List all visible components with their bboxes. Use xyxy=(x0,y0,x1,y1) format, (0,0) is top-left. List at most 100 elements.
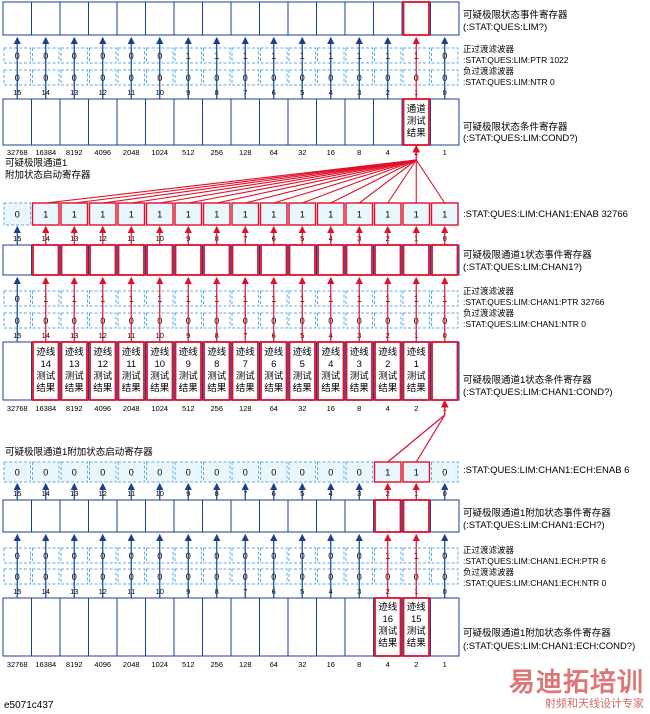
chan1-weight: 16384 xyxy=(35,404,56,413)
top-weight: 32768 xyxy=(7,148,28,157)
chan1-enab-bit-cell xyxy=(31,202,60,226)
ech-event-register-cell xyxy=(173,499,203,533)
chan1-enab-bit-cell xyxy=(3,202,31,226)
chan1-event-highlight xyxy=(174,244,202,276)
chan1-trace-number: 12 xyxy=(97,359,108,370)
chan1-enab-bit-value: 1 xyxy=(186,210,191,220)
ech-enab-label: :STAT:QUES:LIM:CHAN1:ECH:ENAB 6 xyxy=(463,465,630,476)
chan1-trace-number: 11 xyxy=(126,359,136,370)
chan1-summary-line xyxy=(74,159,417,204)
chan1-cond-highlight xyxy=(231,341,259,401)
chan1-trace-word: 迹线 xyxy=(93,346,113,358)
ech-result-word: 结果 xyxy=(378,637,398,649)
chan1-test-word: 测试 xyxy=(179,370,199,382)
ech-enab-bit-value: 0 xyxy=(357,468,362,478)
chan1-trace-word: 迹线 xyxy=(179,346,199,358)
ech-event-label-1: 可疑极限通道1附加状态事件寄存器 xyxy=(463,508,611,519)
ech-enab-bit-value: 0 xyxy=(72,468,77,478)
chan1-enab-bit-value: 1 xyxy=(129,210,134,220)
chan1-event-highlight xyxy=(146,244,174,276)
chan1-test-word: 测试 xyxy=(65,370,85,382)
ech-ptr-cmd: :STAT:QUES:LIM:CHAN1:ECH:PTR 6 xyxy=(463,556,606,566)
chan1-summary-line xyxy=(159,159,417,204)
chan1-weight: 16 xyxy=(327,404,335,413)
ech-weight: 8192 xyxy=(66,660,83,669)
chan1-cond-label-1: 可疑极限通道1状态条件寄存器 xyxy=(463,375,592,386)
chan1-enab-bit-cell xyxy=(202,202,231,226)
ech-enab-bit-cell xyxy=(260,461,288,483)
ech-ptr-title: 正过渡滤波器 xyxy=(463,545,515,555)
top-cond-register-cell xyxy=(287,98,317,146)
chan1-event-highlight xyxy=(374,244,402,276)
ech-event-register-cell xyxy=(259,499,289,533)
top-weight: 256 xyxy=(210,148,223,157)
top-ptr-cmd: :STAT:QUES:LIM:PTR 1022 xyxy=(463,55,569,65)
chan1-ptr-cmd: :STAT:QUES:LIM:CHAN1:PTR 32766 xyxy=(463,297,605,307)
top-event-register-cell xyxy=(31,1,61,36)
ech-enab-bit-cell xyxy=(3,461,31,483)
ech-cond-highlight xyxy=(402,597,430,657)
chan1-trace-word: 迹线 xyxy=(65,346,85,358)
ech-summary-line xyxy=(387,414,446,463)
ech-cond-register-cell xyxy=(145,597,175,657)
chan1-event-highlight xyxy=(117,244,145,276)
chan1-trace-word: 迹线 xyxy=(321,346,341,358)
top-ptr-title: 正过渡滤波器 xyxy=(463,44,515,54)
chan1-trace-word: 迹线 xyxy=(350,346,370,358)
ech-cond-highlight xyxy=(374,597,402,657)
chan1-enab-bit-value: 1 xyxy=(328,210,333,220)
ech-enab-bit-cell xyxy=(174,461,202,483)
chan1-cond-highlight xyxy=(374,341,402,401)
chan1-result-word: 结果 xyxy=(407,382,427,394)
chan1-trace-number: 4 xyxy=(328,359,333,370)
ech-trace-number: 16 xyxy=(382,614,393,625)
chan1-enab-bit-value: 1 xyxy=(385,210,390,220)
chan1-cond-highlight xyxy=(89,341,117,401)
ech-enab-bit-value: 0 xyxy=(442,468,447,478)
chan1-enab-bit-cell xyxy=(145,202,174,226)
top-cond-register-cell xyxy=(316,98,346,146)
chan1-trace-number: 13 xyxy=(69,359,80,370)
top-event-register-cell xyxy=(344,1,374,36)
chan1-cond-highlight xyxy=(402,341,430,401)
top-event-register-cell xyxy=(88,1,118,36)
ech-enab-bit-value: 0 xyxy=(328,468,333,478)
top-event-register-cell xyxy=(287,1,317,36)
ech-event-register-cell xyxy=(59,499,89,533)
chan1-summary-line xyxy=(131,159,417,204)
chan1-summary-line xyxy=(415,159,446,204)
top-cond-text: 测试 xyxy=(407,115,427,127)
chan1-enab-bit-value: 1 xyxy=(414,210,419,220)
ech-event-register-cell xyxy=(2,499,32,533)
ech-enab-bit-value: 0 xyxy=(271,468,276,478)
chan1-cond-highlight xyxy=(146,341,174,401)
ech-enab-bit-cell xyxy=(32,461,60,483)
watermark-tagline: 射频和天线设计专家 xyxy=(545,697,644,710)
top-ntr-cmd: :STAT:QUES:LIM:NTR 0 xyxy=(463,77,555,87)
ech-enab-bit-cell xyxy=(117,461,145,483)
chan1-event-highlight xyxy=(32,244,60,276)
chan1-enab-bit-value: 1 xyxy=(72,210,77,220)
ech-weight: 16 xyxy=(327,660,335,669)
chan1-summary-line xyxy=(245,159,417,204)
chan1-result-word: 结果 xyxy=(36,382,56,394)
chan1-trace-number: 5 xyxy=(300,359,305,370)
ech-cond-register-cell xyxy=(344,597,374,657)
top-weight: 512 xyxy=(182,148,195,157)
chan1-result-word: 结果 xyxy=(65,382,85,394)
chan1-test-word: 测试 xyxy=(236,370,256,382)
chan1-trace-number: 9 xyxy=(186,359,191,370)
chan1-summary-line xyxy=(302,159,417,204)
ech-trace-word: 迹线 xyxy=(378,601,398,613)
ech-enab-bit-cell xyxy=(317,461,345,483)
ech-cond-register-cell xyxy=(430,597,460,657)
ech-event-register-cell xyxy=(344,499,374,533)
chan1-trace-word: 迹线 xyxy=(207,346,227,358)
chan1-weight: 8 xyxy=(357,404,361,413)
chan1-trace-word: 迹线 xyxy=(36,346,56,358)
chan1-enab-bit-cell xyxy=(60,202,89,226)
chan1-result-word: 结果 xyxy=(378,382,398,394)
chan1-cond-register-cell xyxy=(2,341,32,401)
chan1-test-word: 测试 xyxy=(293,370,313,382)
chan1-result-word: 结果 xyxy=(179,382,199,394)
